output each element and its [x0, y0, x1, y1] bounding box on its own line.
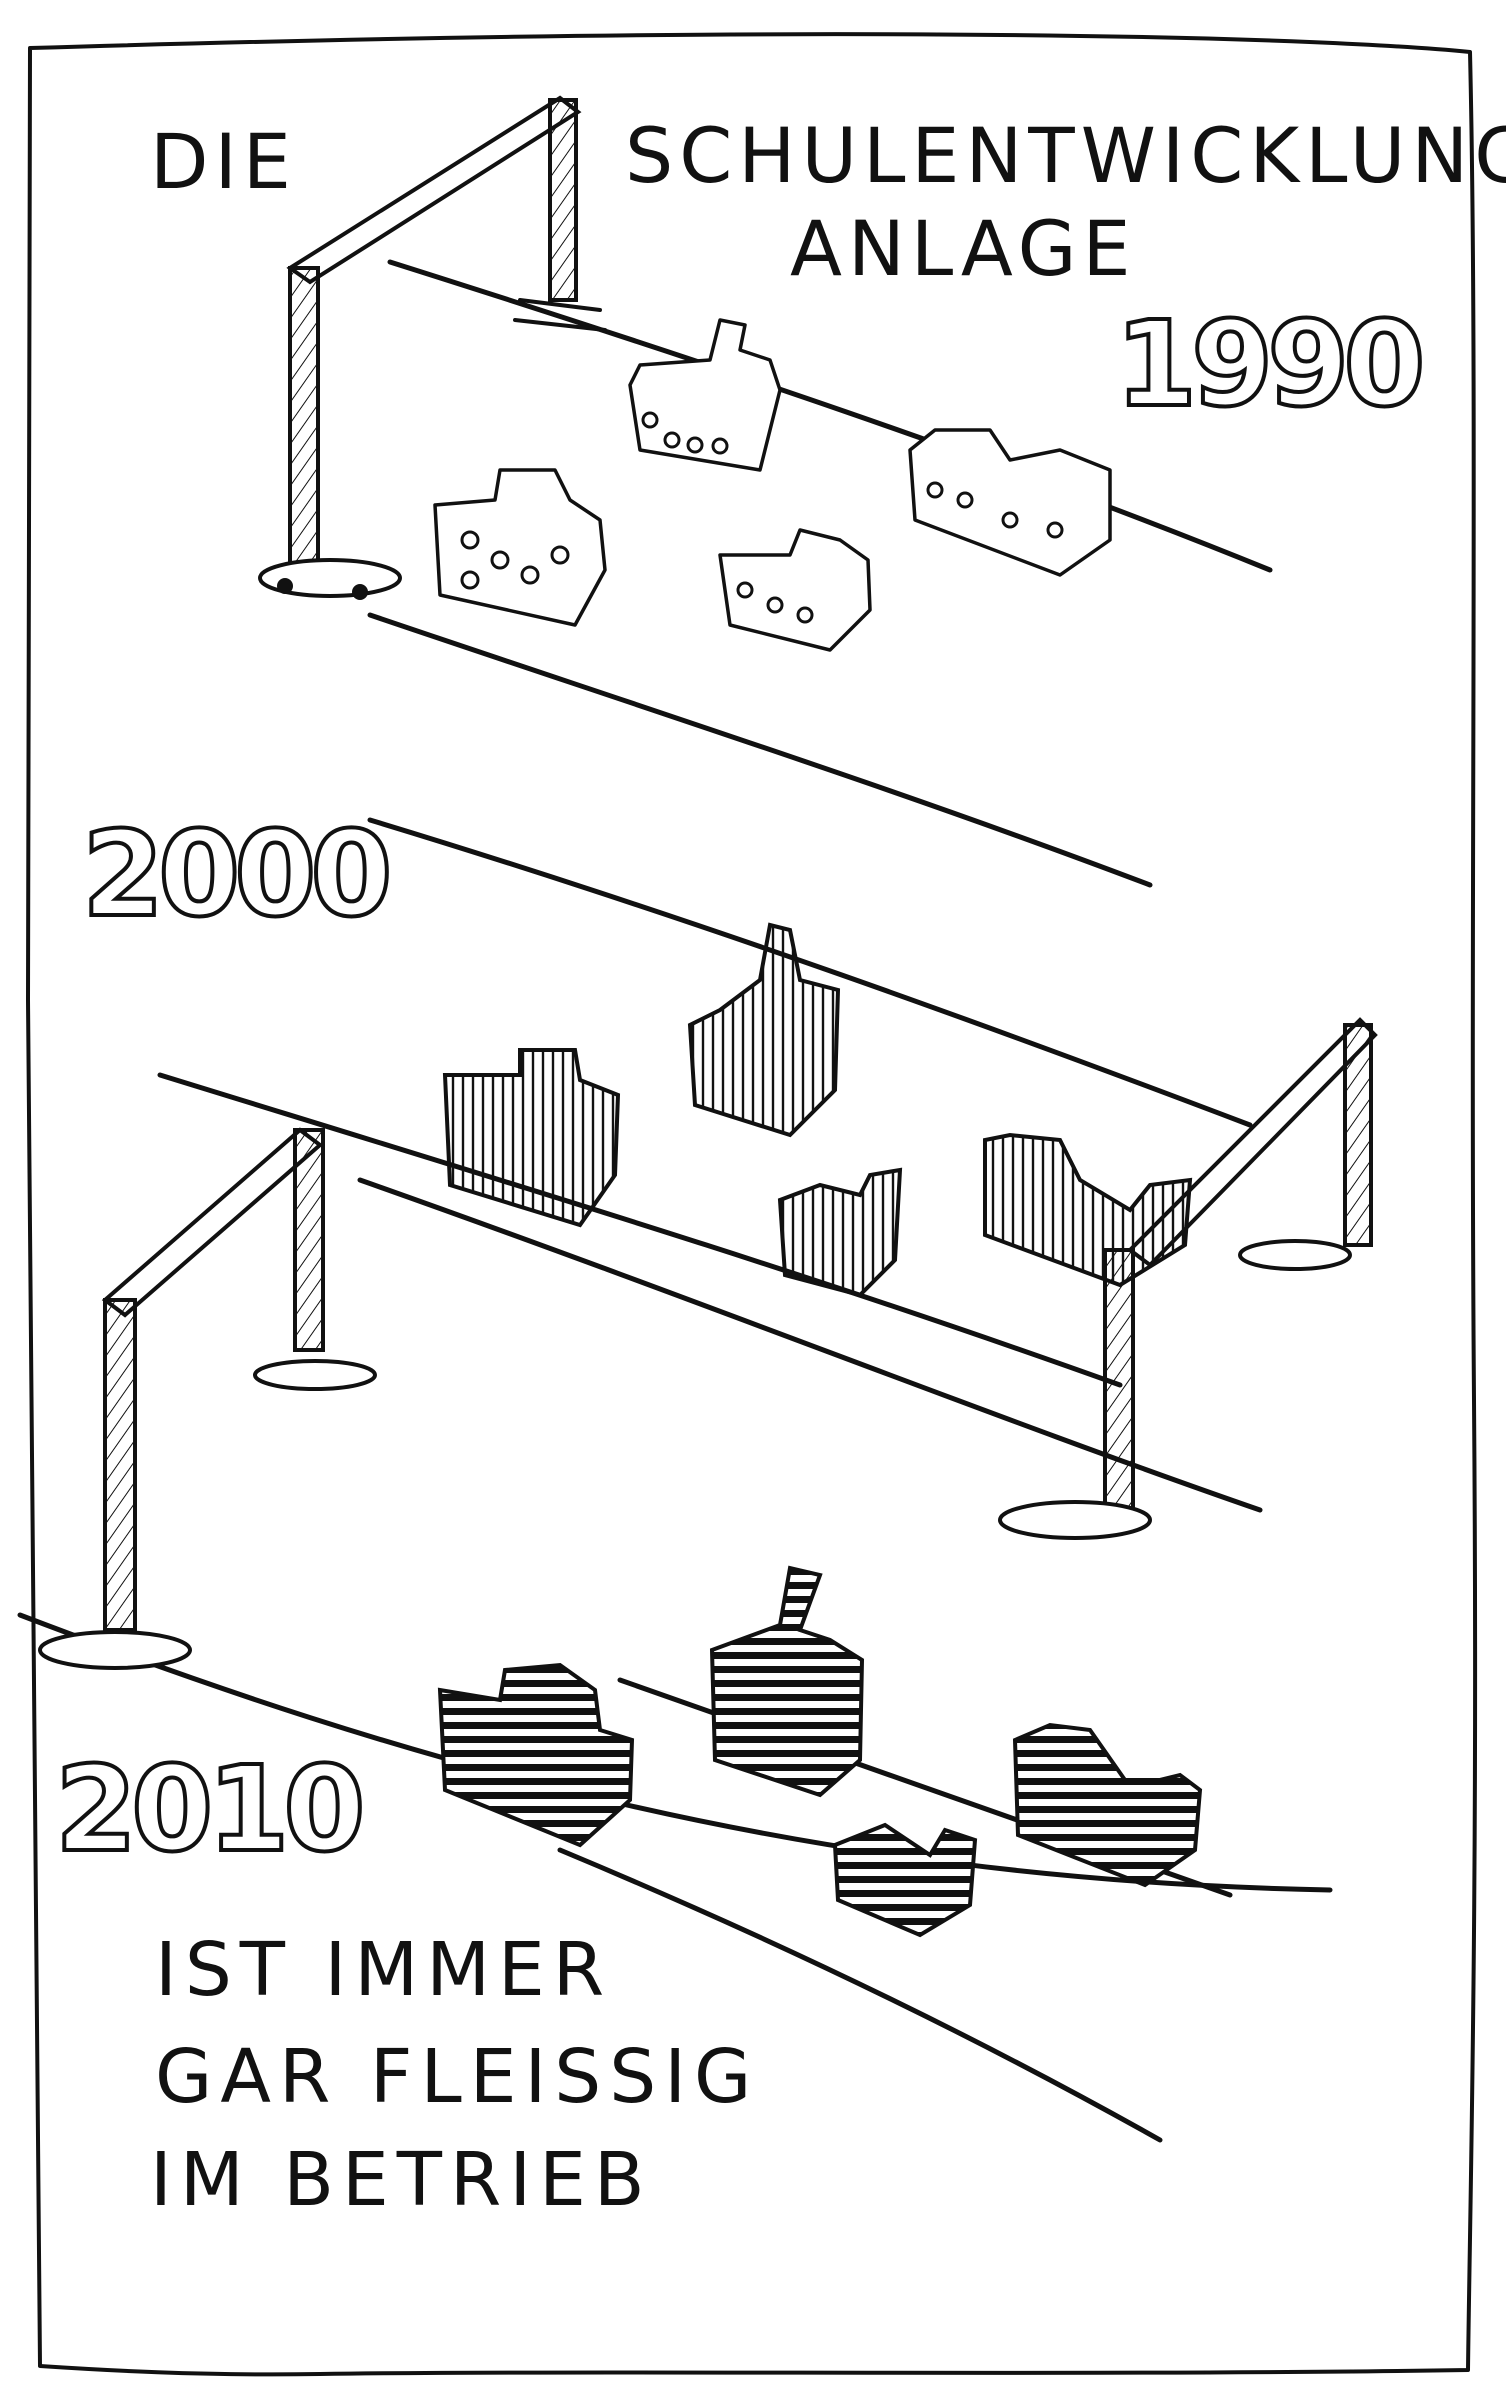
building-2010-d [1012, 1722, 1203, 1888]
crane-2010 [38, 1127, 377, 1670]
scene-2010 [17, 1127, 1333, 2143]
frame-border [25, 32, 1478, 2377]
building-2010-c [832, 1822, 978, 1938]
crane-2000 [998, 1017, 1378, 1540]
building-2000-a [442, 1048, 621, 1228]
year-2010-label: 2010 [55, 1740, 360, 1878]
building-2010-a [437, 1662, 635, 1848]
title-word-schulentwicklungs: SCHULENTWICKLUNGS- [625, 111, 1506, 200]
building-2010-b [709, 1565, 865, 1798]
title-word-die: DIE [150, 117, 297, 206]
crane-1990 [258, 95, 607, 600]
building-2000-c [777, 1167, 903, 1298]
building-2000-b [687, 922, 841, 1138]
year-1990-label: 1990 [1115, 295, 1420, 433]
scene-2000 [157, 817, 1378, 1540]
building-1990-c [433, 468, 607, 627]
building-2000-d [983, 1132, 1193, 1288]
building-1990-b [908, 428, 1112, 577]
scene-1990 [258, 95, 1273, 888]
caption-line-3: IM BETRIEB [150, 2137, 653, 2223]
caption-line-1: IST IMMER [155, 1927, 612, 2013]
title-word-anlage: ANLAGE [790, 204, 1137, 293]
caption-line-2: GAR FLEISSIG [155, 2034, 759, 2120]
building-1990-d [718, 528, 872, 652]
year-2000-label: 2000 [82, 805, 387, 943]
building-1990-a [628, 318, 782, 472]
